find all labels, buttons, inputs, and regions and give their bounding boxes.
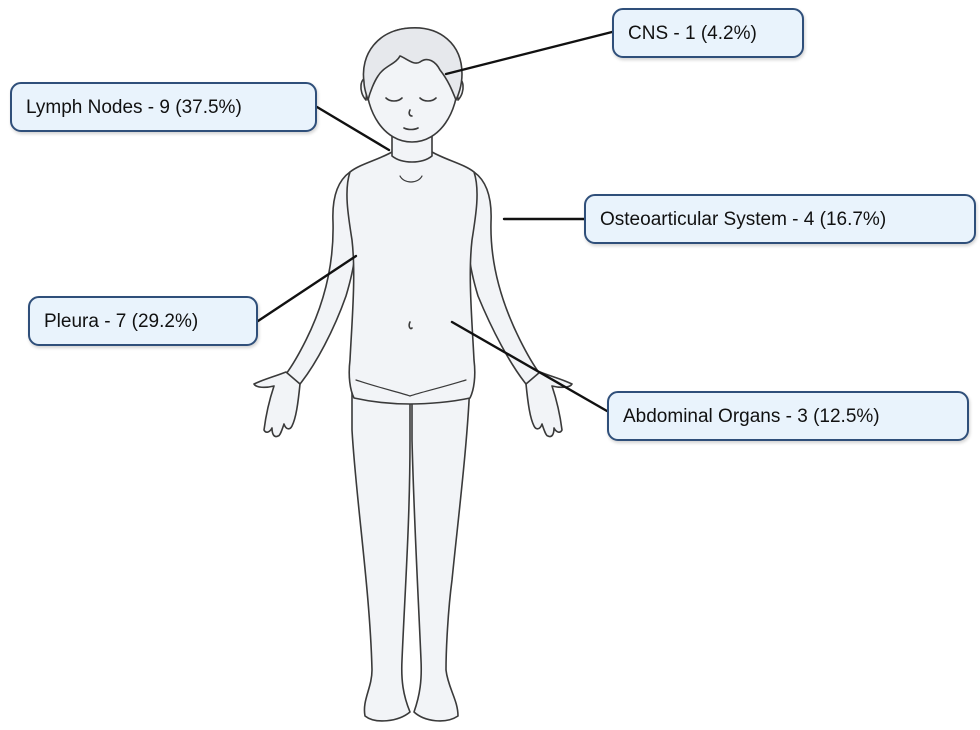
right-hand xyxy=(526,372,572,437)
left-hand xyxy=(254,372,300,437)
right-leg xyxy=(412,380,470,721)
torso xyxy=(347,152,477,404)
label-osteoarticular-system: Osteoarticular System - 4 (16.7%) xyxy=(584,194,976,244)
label-lymph-nodes: Lymph Nodes - 9 (37.5%) xyxy=(10,82,317,132)
label-pleura: Pleura - 7 (29.2%) xyxy=(28,296,258,346)
label-abdominal-organs: Abdominal Organs - 3 (12.5%) xyxy=(607,391,969,441)
label-cns: CNS - 1 (4.2%) xyxy=(612,8,804,58)
leader-line-cns xyxy=(446,32,612,74)
left-leg xyxy=(352,380,410,721)
